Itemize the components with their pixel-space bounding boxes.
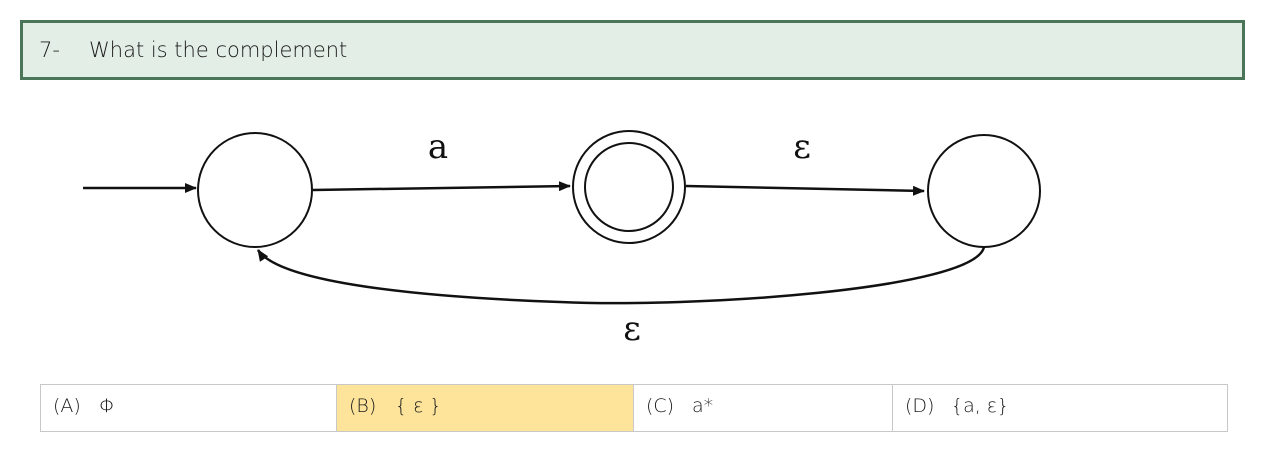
options-row: (A) Φ (B) { ε } (C) a* (D) {a, ε} [40,384,1228,432]
option-d[interactable]: (D) {a, ε} [892,384,1228,432]
option-d-value: {a, ε} [951,395,1010,417]
state-q0 [197,132,313,248]
state-q1 [572,130,686,244]
option-c-value: a* [692,395,714,417]
option-a-letter: (A) [53,395,81,417]
option-b[interactable]: (B) { ε } [336,384,634,432]
answer-options: (A) Φ (B) { ε } (C) a* (D) {a, ε} [40,384,1228,432]
automaton-diagram: a ε ε [83,127,1041,349]
state-q1-inner-ring [584,142,674,232]
edge-label-q2-q0: ε [623,309,641,349]
option-b-value: { ε } [395,395,442,417]
option-c[interactable]: (C) a* [633,384,893,432]
question-number: 7- [39,38,60,62]
option-c-letter: (C) [646,395,675,417]
edge-q2-q0 [256,246,986,305]
question-text: What is the complement [89,38,348,62]
option-b-letter: (B) [349,395,377,417]
edge-label-q1-q2: ε [793,127,811,167]
question-header: 7- What is the complement [20,20,1245,80]
edge-label-q0-q1: a [428,127,448,167]
option-d-letter: (D) [905,395,935,417]
state-q2 [927,134,1041,248]
edge-q0-q1 [312,181,571,192]
option-a[interactable]: (A) Φ [40,384,337,432]
option-a-value: Φ [99,395,116,417]
edge-q1-q2 [685,184,925,196]
